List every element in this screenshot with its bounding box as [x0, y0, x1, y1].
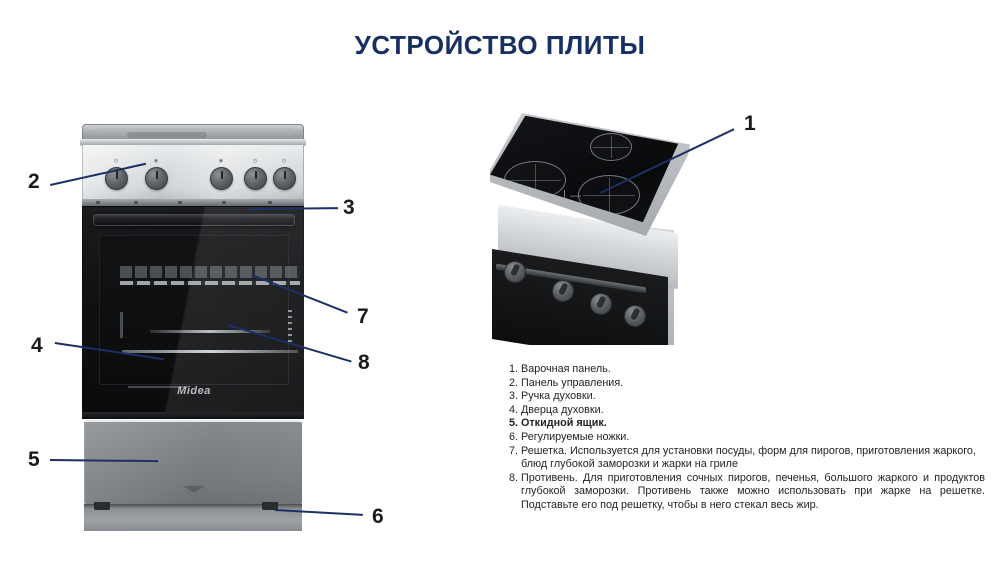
- list-item: 6. Регулируемые ножки.: [503, 431, 985, 445]
- list-item: 4. Дверца духовки.: [503, 404, 985, 418]
- oven-baking-tray: [122, 350, 298, 353]
- legend-number: 4.: [508, 403, 518, 416]
- control-panel[interactable]: ◷ ◉ ◉ ◷ ◷: [82, 145, 304, 201]
- callout-2: 2: [28, 170, 40, 193]
- control-knob-1[interactable]: [105, 167, 128, 190]
- figure-stove-front: ◷ ◉ ◉ ◷ ◷: [76, 124, 308, 534]
- legend-number: 6.: [508, 430, 518, 443]
- oven-lower-shelf-hint: [128, 386, 188, 388]
- oven-door-bottom-edge: [82, 412, 304, 419]
- control-knob-4[interactable]: [244, 167, 267, 190]
- oven-top-rack-rail: [120, 281, 300, 285]
- panel-screw-5: [268, 201, 272, 204]
- legend-text: Панель управления.: [521, 376, 624, 389]
- callout-3: 3: [343, 196, 355, 219]
- cooktop-burner-hint: [127, 132, 207, 138]
- legend-number: 2.: [508, 376, 518, 389]
- adjustable-foot-right: [262, 502, 278, 510]
- control-knob-3[interactable]: [210, 167, 233, 190]
- oven-door-handle[interactable]: [93, 214, 295, 226]
- figure-cooktop-top: —⼁—: [490, 113, 690, 345]
- oven-wire-rack: [150, 330, 270, 333]
- panel-screw-4: [222, 201, 226, 204]
- callout-7: 7: [357, 305, 369, 328]
- list-item: 8. Противень. Для приготовления сочных п…: [503, 472, 985, 513]
- cooktop-front-lip: [80, 139, 306, 146]
- knob-marking-2: ◉: [153, 158, 159, 164]
- storage-drawer[interactable]: [84, 420, 302, 505]
- knob-marking-4: ◷: [252, 158, 258, 164]
- control-knob-5[interactable]: [273, 167, 296, 190]
- knob-marking-5: ◷: [281, 158, 287, 164]
- oven-side-rail-right: [288, 310, 292, 344]
- callout-4: 4: [31, 334, 43, 357]
- oven-side-rail-left: [120, 312, 123, 338]
- burner-rear-right[interactable]: [590, 133, 632, 161]
- callout-8: 8: [358, 351, 370, 374]
- page-title: УСТРОЙСТВО ПЛИТЫ: [354, 30, 646, 60]
- legend-number: 8.: [508, 471, 518, 484]
- drawer-handle-notch[interactable]: [182, 486, 205, 493]
- list-item: 1. Варочная панель.: [503, 363, 985, 377]
- list-item: 5. Откидной ящик.: [503, 417, 985, 431]
- list-item: 3. Ручка духовки.: [503, 390, 985, 404]
- control-knob-2[interactable]: [145, 167, 168, 190]
- callout-6: 6: [372, 505, 384, 528]
- legend-text: Ручка духовки.: [521, 390, 596, 403]
- adjustable-foot-left: [94, 502, 110, 510]
- knob-marking-3: ◉: [218, 158, 224, 164]
- knob-marking-1: ◷: [113, 158, 119, 164]
- list-item: 7. Решетка. Используется для установки п…: [503, 445, 985, 472]
- legend-text: Решетка. Используется для установки посу…: [521, 444, 976, 471]
- legend-number: 5.: [508, 417, 518, 430]
- panel-screw-1: [96, 201, 100, 204]
- callout-1: 1: [744, 112, 756, 135]
- cooktop-glass-surface: [97, 128, 293, 138]
- legend-text: Противень. Для приготовления сочных пиро…: [521, 471, 985, 511]
- legend-list: 1. Варочная панель. 2. Панель управления…: [503, 363, 985, 513]
- list-item: 2. Панель управления.: [503, 377, 985, 391]
- legend-number: 3.: [508, 390, 518, 403]
- brand-logo: Midea: [177, 385, 211, 397]
- panel-screw-2: [134, 201, 138, 204]
- panel-lower-trim: [82, 199, 304, 207]
- oven-door-glass: [99, 235, 300, 388]
- legend-text: Варочная панель.: [521, 363, 611, 375]
- oven-grill-element: [120, 266, 300, 278]
- oven-door[interactable]: Midea: [82, 206, 305, 415]
- legend-text: Откидной ящик.: [521, 417, 607, 430]
- legend-number: 1.: [508, 363, 518, 375]
- legend-number: 7.: [508, 444, 518, 457]
- callout-5: 5: [28, 448, 40, 471]
- legend-text: Дверца духовки.: [521, 403, 604, 416]
- panel-screw-3: [178, 201, 182, 204]
- legend-text: Регулируемые ножки.: [521, 430, 630, 443]
